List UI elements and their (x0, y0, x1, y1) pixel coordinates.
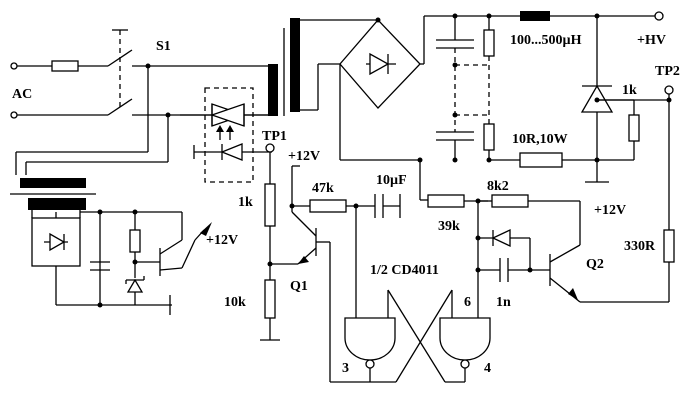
label-cd4011: 1/2 CD4011 (370, 263, 439, 278)
label-tp1: TP1 (262, 129, 287, 144)
inductor (520, 11, 550, 21)
resistor-39k (427, 194, 465, 208)
resistor-10k (264, 279, 276, 319)
resistor-1k-left (264, 183, 276, 227)
label-12v-reg: +12V (206, 233, 238, 248)
hv-bridge-rectifier (339, 19, 421, 109)
label-1k-left: 1k (238, 195, 253, 210)
label-s1: S1 (156, 39, 171, 54)
label-1n: 1n (496, 295, 511, 310)
label-12v-q2: +12V (594, 203, 626, 218)
label-12v-q1: +12V (288, 149, 320, 164)
resistor-47k (309, 199, 347, 213)
label-tp2: TP2 (655, 64, 680, 79)
label-10r-10w: 10R,10W (512, 132, 568, 147)
resistor-10r-10w (519, 152, 563, 168)
hv-capacitors (436, 16, 474, 160)
resistor-8k2 (491, 194, 529, 208)
mains-input (10, 60, 108, 119)
label-47k: 47k (312, 181, 334, 196)
fuse (51, 60, 79, 72)
reg-transistor (135, 211, 212, 276)
main-transformer (268, 18, 300, 116)
label-q1: Q1 (290, 279, 308, 294)
capacitor-1n (478, 258, 530, 282)
diode-1n4148 (478, 228, 530, 248)
aux-bridge-rectifier (31, 217, 81, 267)
label-39k: 39k (438, 219, 460, 234)
label-10k: 10k (224, 295, 246, 310)
transistor-q2 (530, 244, 581, 303)
label-ac: AC (12, 87, 32, 102)
filter-capacitor (90, 261, 110, 271)
zener-diode (125, 262, 145, 305)
transistor-q1 (291, 211, 330, 265)
reg-resistor (129, 229, 141, 253)
label-pin3: 3 (342, 361, 349, 376)
aux-transformer (10, 178, 96, 210)
label-1k-right: 1k (622, 83, 637, 98)
label-q2: Q2 (586, 257, 604, 272)
optocoupler (180, 87, 254, 183)
resistor-1k-right (628, 114, 640, 142)
nand-gate-3 (344, 317, 396, 369)
resistor-330r (663, 229, 675, 263)
capacitor-10uf (374, 194, 384, 218)
label-inductor: 100...500µH (510, 33, 582, 48)
label-pin6: 6 (464, 295, 471, 310)
nand-gate-4 (439, 317, 491, 369)
label-8k2: 8k2 (487, 179, 509, 194)
label-pin4: 4 (484, 361, 491, 376)
bleeder-resistors (483, 16, 495, 160)
label-330r: 330R (624, 239, 656, 254)
label-hv: +HV (637, 33, 666, 48)
label-10uf: 10µF (376, 173, 407, 188)
